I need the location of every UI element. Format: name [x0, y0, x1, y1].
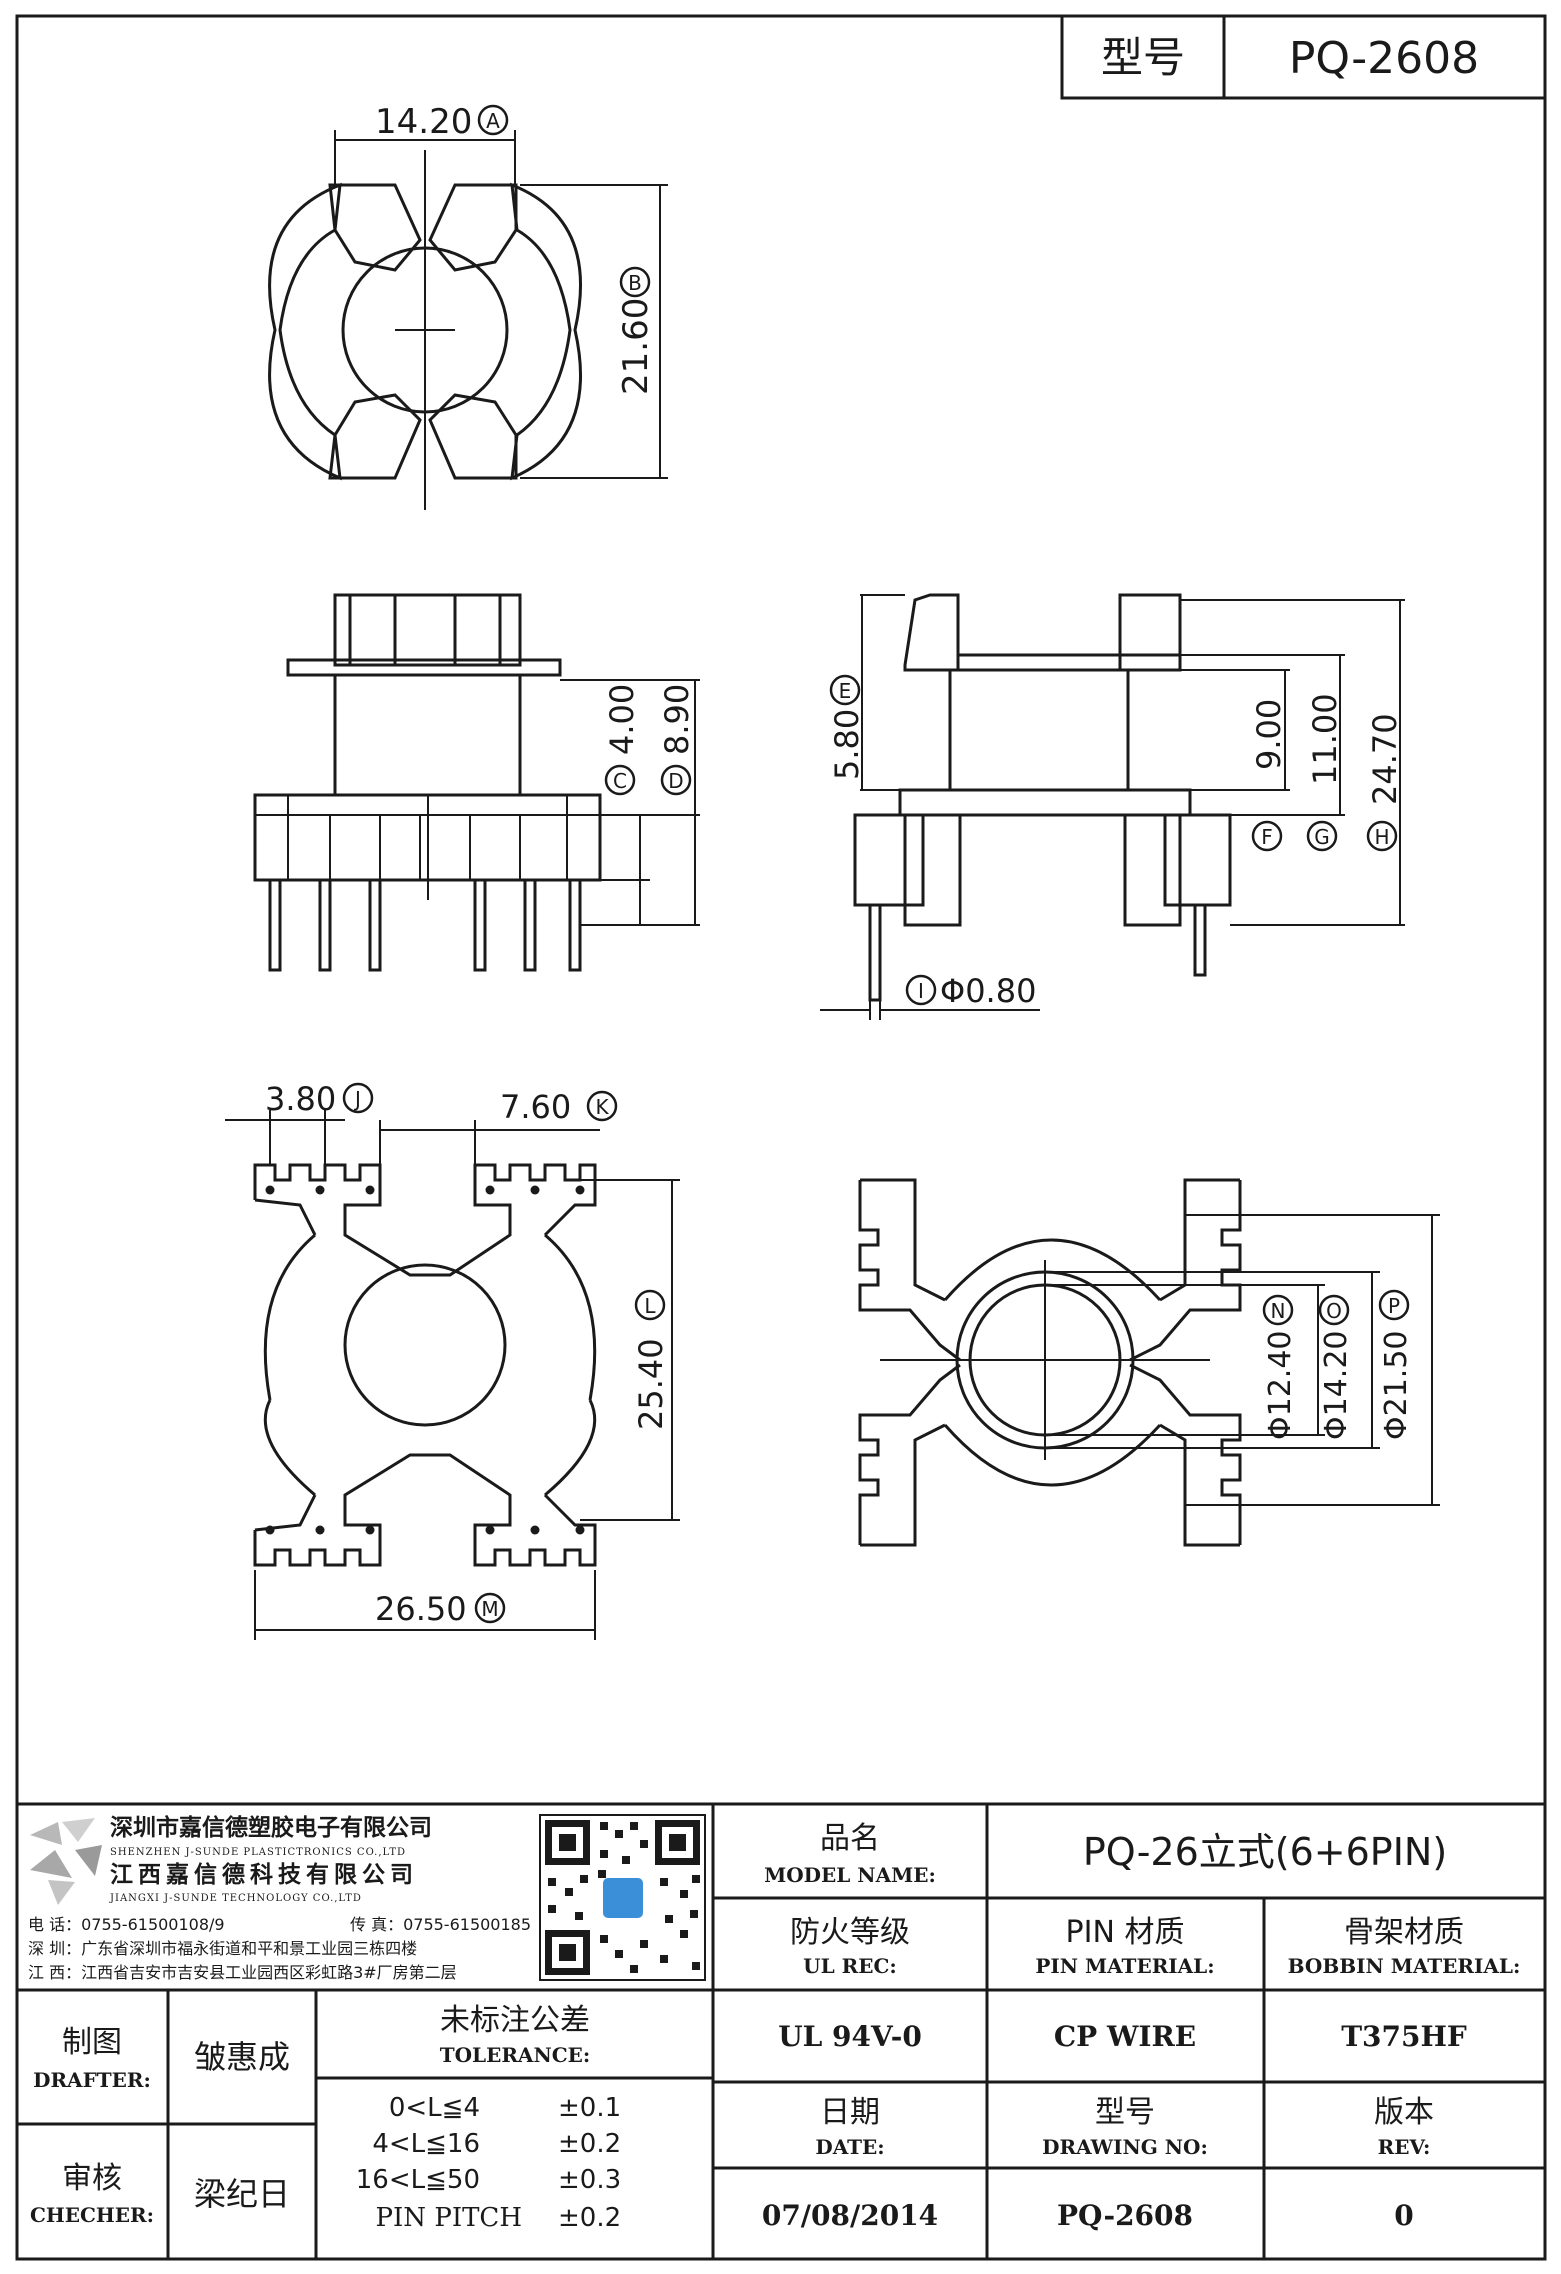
checker-name: 梁纪日 — [194, 2175, 290, 2213]
title-block-grid — [17, 1802, 1545, 2259]
product-label-en: MODEL NAME: — [764, 1863, 936, 1887]
dim-k-value: 7.60 — [500, 1088, 571, 1126]
company-name-sz-en: SHENZHEN J-SUNDE PLASTICTRONICS CO.,LTD — [110, 1847, 406, 1858]
view-front — [253, 593, 700, 972]
dim-l-tag: L — [644, 1294, 656, 1318]
dim-j-value: 3.80 — [265, 1080, 336, 1118]
qr-code — [539, 1814, 706, 1981]
tolerance-label-cn: 未标注公差 — [440, 2003, 590, 2038]
ul-value: UL 94V-0 — [778, 2020, 922, 2053]
dim-m-tag: M — [481, 1597, 498, 1621]
checker-label-cn: 审核 — [62, 2161, 122, 2196]
pin-label-cn: PIN 材质 — [1066, 1915, 1185, 1950]
top-model-label: 型号 — [1101, 33, 1185, 82]
bobbin-value: T375HF — [1341, 2020, 1467, 2053]
company-tel: 电 话：0755-61500108/9 — [28, 1915, 225, 1934]
dim-k-tag: K — [595, 1095, 609, 1119]
dwg-label-en: DRAWING NO: — [1042, 2135, 1208, 2159]
rev-value: 0 — [1394, 2199, 1413, 2232]
dim-g-tag: G — [1314, 825, 1330, 849]
date-label-en: DATE: — [815, 2135, 884, 2159]
dim-g-value: 11.00 — [1306, 693, 1344, 785]
rev-label-cn: 版本 — [1374, 2095, 1434, 2130]
dwg-value: PQ-2608 — [1057, 2199, 1193, 2232]
dim-o-value: Φ14.20 — [1319, 1331, 1354, 1441]
dim-c-tag: C — [613, 769, 627, 793]
tolerance-range: 16<L≦50 — [356, 2165, 480, 2195]
drafter-name: 皱惠成 — [194, 2038, 290, 2076]
tolerance-value: ±0.3 — [558, 2165, 621, 2195]
dim-i-value: Φ0.80 — [940, 972, 1036, 1010]
company-addr-jx: 江 西：江西省吉安市吉安县工业园西区彩虹路3#厂房第二层 — [28, 1963, 457, 1982]
dim-o-tag: O — [1326, 1299, 1342, 1323]
dim-a-value: 14.20 — [375, 102, 472, 142]
dim-c-value: 4.00 — [603, 684, 641, 755]
rev-label-en: REV: — [1378, 2135, 1431, 2159]
drafter-label-en: DRAFTER: — [33, 2068, 151, 2092]
tolerance-value: ±0.2 — [558, 2129, 621, 2159]
view-top — [268, 130, 668, 510]
pin-label-en: PIN MATERIAL: — [1035, 1954, 1214, 1978]
dim-e-tag: E — [839, 679, 852, 703]
dim-n-value: Φ12.40 — [1263, 1331, 1298, 1441]
bobbin-label-cn: 骨架材质 — [1344, 1915, 1464, 1950]
view-section — [858, 1178, 1440, 1547]
dim-d-tag: D — [668, 769, 683, 793]
company-name-sz: 深圳市嘉信德塑胶电子有限公司 — [110, 1814, 432, 1841]
ul-label-en: UL REC: — [803, 1954, 897, 1978]
dim-j-tag: J — [353, 1087, 361, 1111]
company-name-jx: 江西嘉信德科技有限公司 — [110, 1861, 418, 1888]
checker-label-en: CHECHER: — [30, 2203, 154, 2227]
tolerance-range: PIN PITCH — [376, 2203, 522, 2233]
dim-f-value: 9.00 — [1250, 699, 1288, 770]
top-model-value: PQ-2608 — [1289, 33, 1479, 84]
dim-b-value: 21.60 — [616, 298, 656, 395]
company-fax: 传 真：0755-61500185 — [350, 1915, 531, 1934]
dim-h-tag: H — [1374, 825, 1389, 849]
tolerance-label-en: TOLERANCE: — [440, 2043, 591, 2067]
dim-p-value: Φ21.50 — [1379, 1331, 1414, 1441]
company-logo — [30, 1818, 102, 1905]
dim-e-value: 5.80 — [828, 709, 866, 780]
top-title-box: 型号 PQ-2608 — [1060, 14, 1547, 100]
company-addr-sz: 深 圳：广东省深圳市福永街道和平和景工业园三栋四楼 — [28, 1939, 417, 1958]
dim-n-tag: N — [1271, 1299, 1286, 1323]
dim-m-value: 26.50 — [375, 1590, 467, 1628]
tolerance-value: ±0.1 — [558, 2093, 621, 2123]
tolerance-value: ±0.2 — [558, 2203, 621, 2233]
company-name-jx-en: JIANGXI J-SUNDE TECHNOLOGY CO.,LTD — [109, 1893, 362, 1904]
dim-l-value: 25.40 — [632, 1338, 670, 1430]
bobbin-label-en: BOBBIN MATERIAL: — [1288, 1954, 1521, 1978]
view-bottom — [225, 1110, 680, 1640]
dim-i-tag: I — [918, 979, 924, 1003]
tolerance-range: 0<L≦4 — [389, 2093, 480, 2123]
dim-p-tag: P — [1388, 1294, 1400, 1318]
product-value: PQ-26立式(6+6PIN) — [1083, 1830, 1447, 1874]
date-label-cn: 日期 — [820, 2095, 880, 2130]
dim-b-tag: B — [628, 271, 642, 295]
dim-f-tag: F — [1261, 825, 1273, 849]
dim-a-tag: A — [486, 109, 500, 133]
dwg-label-cn: 型号 — [1095, 2095, 1155, 2130]
product-label-cn: 品名 — [820, 1821, 880, 1856]
view-side — [820, 593, 1405, 1020]
drafter-label-cn: 制图 — [62, 2025, 122, 2060]
dim-d-value: 8.90 — [658, 684, 696, 755]
pin-value: CP WIRE — [1054, 2020, 1196, 2053]
date-value: 07/08/2014 — [762, 2199, 938, 2232]
dim-h-value: 24.70 — [1366, 713, 1404, 805]
tolerance-range: 4<L≦16 — [372, 2129, 480, 2159]
ul-label-cn: 防火等级 — [790, 1915, 910, 1950]
